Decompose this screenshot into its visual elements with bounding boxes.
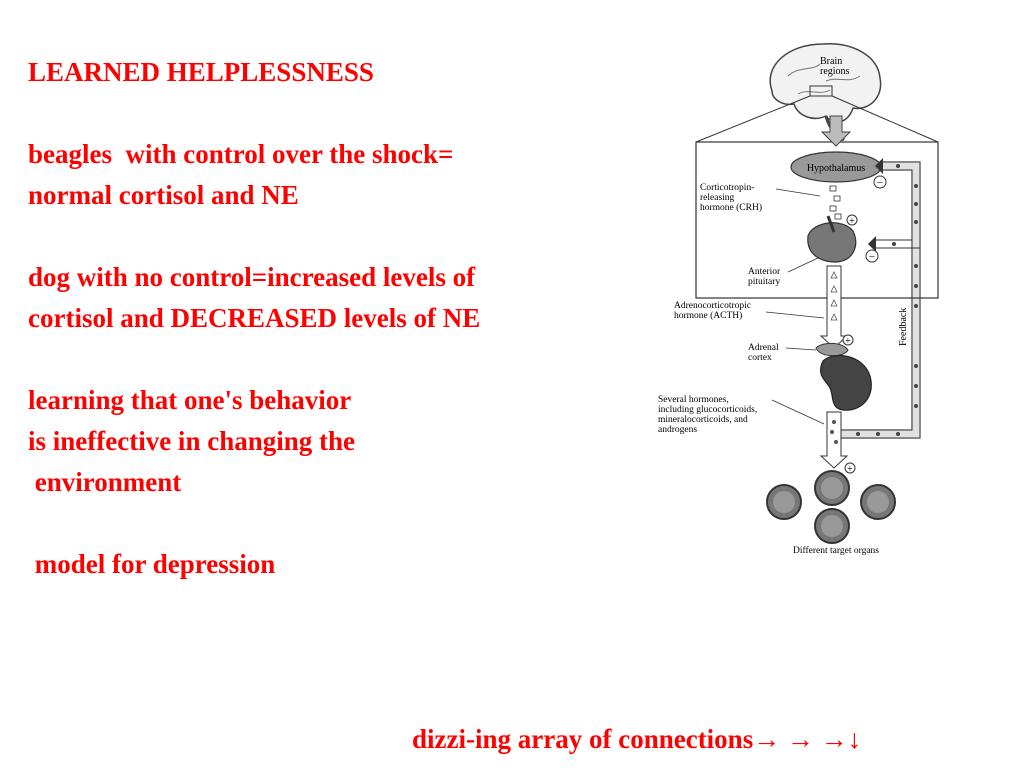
point2-line1: dog with no control=increased levels of [28,262,476,292]
plus-3-label: + [847,464,853,475]
hypothalamus-label: Hypothalamus [807,163,865,174]
slide-text: LEARNED HELPLESSNESS beagles with contro… [28,52,628,585]
minus-2-label: − [869,251,875,263]
acth-triangles [830,271,838,321]
target-organs-label: Different target organs [793,545,879,556]
point1-line1: beagles with control over the shock= [28,139,454,169]
adrenal-label-2: cortex [748,353,772,363]
pituitary-label-1: Anterior [748,267,781,277]
point4-line: model for depression [28,549,276,579]
pituitary-shape [807,222,857,263]
acth-arrow [819,265,849,349]
zoom-panel [695,141,939,299]
point3-line1: learning that one's behavior [28,385,352,415]
feedback-arrowhead-mid [868,236,876,252]
minus-2 [865,249,879,263]
point3-line3: environment [28,467,182,497]
minus-1-label: − [877,177,883,189]
feedback-dots [856,164,918,436]
brain-arrow [820,115,852,147]
zoom-marker [809,85,833,97]
brain-label-2: regions [820,66,850,77]
hpa-diagram-svg: Brain regions Hypothalamus Corticotropin… [658,43,939,556]
acth-label-2: hormone (ACTH) [674,310,742,321]
plus-2-label: + [845,336,851,347]
feedback-arrowhead-top [875,158,883,174]
crh-label-1: Corticotropin- [700,183,754,193]
hormones-label-2: including glucocorticoids, [658,405,757,415]
crh-particles [829,185,842,220]
target-arrow [819,411,849,469]
hormones-label-1: Several hormones, [658,395,729,405]
adrenal-shape [815,342,849,357]
hpa-axis-diagram: Brain regions Hypothalamus Corticotropin… [648,36,948,566]
pituitary-label-2: pituitary [748,277,780,287]
slide-title: LEARNED HELPLESSNESS [28,57,374,87]
plus-3 [844,462,856,474]
adrenal-label-1: Adrenal [748,343,779,353]
acth-label-1: Adrenocorticotropic [674,301,751,311]
crh-label-3: hormone (CRH) [700,202,762,213]
point3-line2: is ineffective in changing the [28,426,355,456]
plus-1 [846,214,858,226]
plus-2 [842,334,854,346]
point2-line2: cortisol and DECREASED levels of NE [28,303,481,333]
feedback-label: Feedback [898,308,909,346]
plus-1-label: + [849,216,855,227]
hormones-label-4: androgens [658,425,697,435]
hormone-dots [830,420,838,444]
footer-caption: dizzi-ing array of connections→ → →↓ [412,724,862,754]
kidney-shape [819,354,872,411]
minus-1 [873,175,887,189]
hormones-label-3: mineralocorticoids, and [658,415,748,425]
brain-label-1: Brain [820,56,842,67]
point1-line2: normal cortisol and NE [28,180,299,210]
target-organs [766,470,896,544]
feedback-loop [841,161,921,439]
crh-label-2: releasing [700,193,735,203]
